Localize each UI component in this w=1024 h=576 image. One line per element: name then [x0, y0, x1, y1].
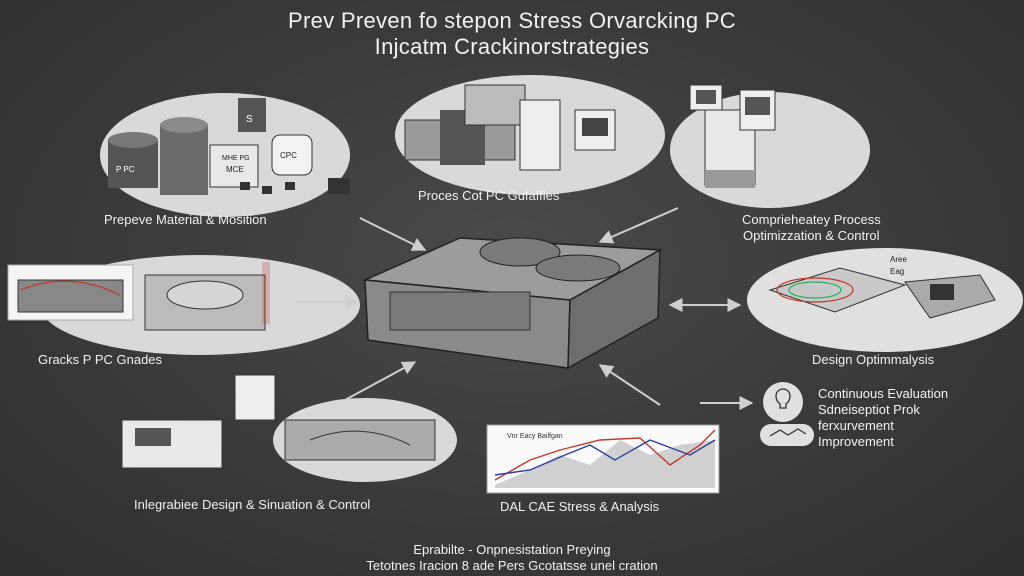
- injection-machine-illustration: [404, 84, 616, 171]
- can-right-label: CPC: [280, 151, 297, 160]
- diagram-title: Prev Preven fo stepon Stress Orvarcking …: [288, 8, 736, 33]
- footer-line-2: Tetotnes Iracion 8 ade Pers Gcotatsse un…: [366, 558, 658, 573]
- connector-arrows: [296, 207, 754, 410]
- central-mold: [362, 237, 663, 370]
- design-tag-1: Aree: [890, 255, 907, 264]
- integrated-node: [121, 374, 457, 482]
- evaluation-text: Continuous Evaluation Sdneiseptiot Prok …: [818, 386, 948, 450]
- evaluation-line-2: Sdneiseptiot Prok: [818, 402, 920, 417]
- evaluation-line-3: ferxurvement: [818, 418, 894, 433]
- material-cans-illustration: P PC MHE PG MCE S CPC: [108, 98, 350, 195]
- label-material: Prepeve Material & Mosition: [104, 212, 267, 227]
- design-optimization-node: Aree Eag: [747, 248, 1023, 352]
- can-left-label: P PC: [116, 165, 135, 174]
- control-cabinet-illustration: [689, 84, 776, 188]
- label-optimization-2: Optimizzation & Control: [743, 228, 880, 243]
- grades-node: [7, 255, 360, 355]
- optimization-node: [670, 84, 870, 208]
- cae-chart-node: Vnr Eacy Bailfgan: [486, 424, 720, 494]
- small-can-label: S: [246, 114, 253, 125]
- lightbulb-icon: [763, 382, 803, 422]
- process-node: [395, 75, 665, 195]
- cae-chart-title: Vnr Eacy Bailfgan: [507, 433, 563, 440]
- diagram-subtitle: Injcatm Crackinorstrategies: [374, 34, 650, 59]
- label-optimization-1: Comprieheatey Process: [742, 212, 881, 227]
- label-process: Proces Cot PC Gufaffies: [418, 188, 560, 203]
- can-mid2-label: MCE: [226, 165, 244, 174]
- label-design-opt: Design Optimmalysis: [812, 352, 935, 367]
- label-grades: Gracks P PC Gnades: [38, 352, 163, 367]
- evaluation-line-1: Continuous Evaluation: [818, 386, 949, 401]
- evaluation-line-4: Improvement: [818, 434, 894, 449]
- material-node: P PC MHE PG MCE S CPC: [100, 93, 350, 217]
- label-cae: DAL CAE Stress & Analysis: [500, 499, 660, 514]
- can-mid-label: MHE PG: [222, 155, 250, 162]
- evaluation-icons: [760, 382, 814, 446]
- label-integrated: Inlegrabiee Design & Sinuation & Control: [134, 497, 371, 512]
- design-tag-2: Eag: [890, 267, 904, 276]
- footer-line-1: Eprabilte - Onpnesistation Preying: [413, 542, 611, 557]
